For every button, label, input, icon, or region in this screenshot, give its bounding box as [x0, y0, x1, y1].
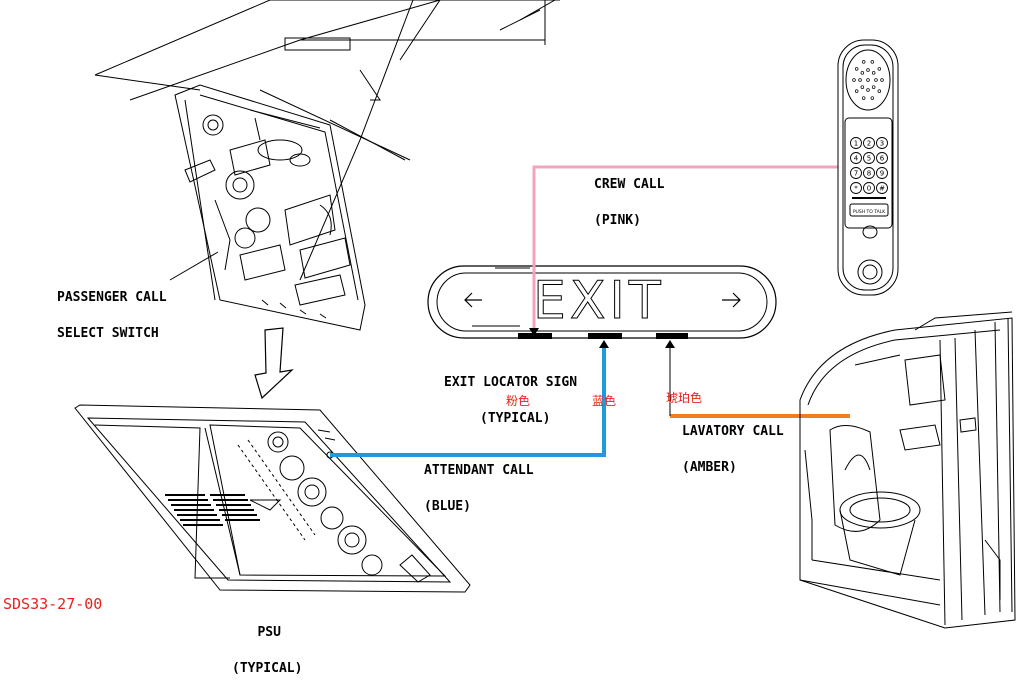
- handset-key: [850, 137, 862, 149]
- passenger-call-label-line1: PASSENGER CALL: [57, 290, 167, 305]
- crew-call-label-line1: CREW CALL: [594, 177, 665, 192]
- attendant-call-line: [330, 345, 606, 457]
- pointer-arrow-blue: [599, 340, 609, 348]
- handset-key-label: 6: [880, 155, 885, 163]
- handset-key-label: 2: [867, 140, 871, 148]
- exit-locator-label-line1: EXIT LOCATOR SIGN: [444, 375, 578, 390]
- earpiece-hole: [880, 78, 884, 82]
- psu-cutaway-drawing: [174, 84, 366, 331]
- crew-call-line: [532, 165, 840, 328]
- earpiece-hole: [866, 88, 870, 92]
- handset-ptt-label: PUSH TO TALK: [853, 209, 886, 215]
- handset-key: [876, 182, 888, 194]
- leader-line-passenger-call: [169, 251, 219, 281]
- psu-label: PSU (TYPICAL): [232, 603, 302, 687]
- earpiece-hole: [871, 85, 876, 89]
- pointer-arrow-amber: [665, 340, 675, 348]
- passenger-call-switch-label: PASSENGER CALL SELECT SWITCH: [57, 268, 167, 352]
- earpiece-hole: [871, 71, 876, 75]
- handset-key: [876, 167, 888, 179]
- handset-key: [863, 182, 875, 194]
- crew-call-label-line2: (PINK): [594, 213, 641, 228]
- passenger-call-label-line2: SELECT SWITCH: [57, 326, 159, 341]
- earpiece-hole: [861, 60, 866, 64]
- handset-key-label: 4: [854, 155, 859, 163]
- exit-sign-text: EXIT: [533, 271, 665, 331]
- exit-locator-label-line2: (TYPICAL): [480, 411, 551, 426]
- handset-key-label: 7: [854, 170, 858, 178]
- ceiling-linework: [94, 0, 560, 161]
- psu-label-line2: (TYPICAL): [232, 661, 303, 676]
- handset-key: [863, 137, 875, 149]
- exit-sign-light-pink: [518, 333, 552, 339]
- earpiece-hole: [860, 85, 865, 89]
- psu-panel-drawing: [74, 404, 471, 593]
- pointer-arrow-pink: [529, 328, 539, 336]
- handset-key-label: 8: [867, 170, 871, 178]
- document-reference: SDS33-27-00: [3, 595, 103, 613]
- attendant-call-label: ATTENDANT CALL (BLUE): [424, 441, 534, 525]
- handset-key-label: 9: [880, 170, 884, 178]
- annotation-pink: 粉色: [506, 394, 531, 408]
- lavatory-call-label-line2: (AMBER): [682, 460, 737, 475]
- earpiece-hole: [854, 67, 859, 71]
- handset-key: [850, 152, 862, 164]
- exit-sign-light-blue: [588, 333, 622, 339]
- earpiece-hole: [866, 78, 870, 82]
- earpiece-hole: [866, 68, 870, 72]
- crew-call-label: CREW CALL (PINK): [594, 155, 664, 239]
- earpiece-hole: [861, 96, 866, 100]
- handset-key-label: 3: [880, 140, 884, 148]
- exit-sign-light-amber: [656, 333, 688, 339]
- handset-key: [850, 167, 862, 179]
- handset-key: [863, 152, 875, 164]
- earpiece-hole: [877, 67, 882, 71]
- handset-key: [876, 137, 888, 149]
- annotation-blue: 蓝色: [592, 394, 617, 408]
- handset-key-label: *: [854, 185, 858, 193]
- psu-label-line1: PSU: [257, 625, 281, 640]
- handset-key: [876, 152, 888, 164]
- earpiece-hole: [870, 60, 875, 64]
- attendant-call-label-line2: (BLUE): [424, 499, 471, 514]
- handset-key-label: 1: [854, 140, 858, 148]
- earpiece-hole: [860, 71, 865, 75]
- leader-line-ceiling: [299, 0, 414, 281]
- handset-key: [850, 182, 862, 194]
- earpiece-hole: [874, 78, 878, 82]
- handset-key-label: 0: [867, 185, 871, 193]
- exit-locator-sign-label: EXIT LOCATOR SIGN (TYPICAL): [444, 353, 577, 437]
- lavatory-call-label: LAVATORY CALL (AMBER): [682, 402, 784, 486]
- handset-key: [863, 167, 875, 179]
- psu-grille: [165, 494, 260, 526]
- lavatory-call-label-line1: LAVATORY CALL: [682, 424, 784, 439]
- earpiece-hole: [870, 96, 875, 100]
- earpiece-hole: [877, 89, 882, 93]
- earpiece-hole: [854, 89, 859, 93]
- attendant-call-label-line1: ATTENDANT CALL: [424, 463, 534, 478]
- left-arrow-icon: [464, 292, 482, 308]
- earpiece-hole: [858, 78, 862, 82]
- handset-key-label: #: [879, 185, 885, 193]
- earpiece-holes: [852, 60, 884, 100]
- earpiece-hole: [852, 78, 856, 82]
- handset-key-label: 5: [867, 155, 871, 163]
- right-arrow-icon: [722, 292, 741, 308]
- lavatory-drawing: [799, 311, 1016, 629]
- exit-locator-sign: EXIT: [427, 265, 777, 339]
- annotation-amber: 琥珀色: [666, 391, 703, 405]
- down-arrow-icon: [254, 327, 294, 400]
